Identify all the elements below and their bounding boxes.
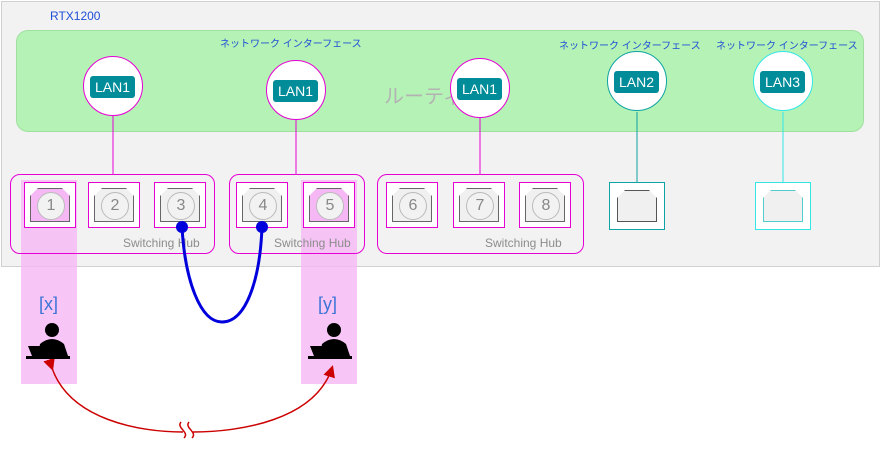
- patch-cable: [180, 226, 264, 324]
- user-y-icon: [308, 323, 352, 359]
- port-number-8: 8: [532, 192, 560, 220]
- cable-plug-port3: [176, 221, 188, 233]
- user-x-icon: [26, 323, 70, 359]
- interface-label-lan1: ネットワーク インターフェース: [220, 39, 362, 50]
- link-break-mark-2: [187, 421, 195, 439]
- link-arrow-left: [43, 357, 184, 433]
- interface-label-lan2: ネットワーク インターフェース: [559, 41, 701, 52]
- port-number-6: 6: [399, 192, 427, 220]
- port-7: 7: [453, 182, 505, 228]
- lan3-badge: LAN3: [760, 71, 806, 93]
- cable-plug-port4: [256, 221, 268, 233]
- lan1-badge-3: LAN1: [457, 78, 503, 100]
- hub-label-1: Switching Hub: [123, 236, 200, 250]
- router-title: RTX1200: [50, 9, 101, 23]
- lan2-port: [609, 182, 665, 230]
- user-label-x: [x]: [39, 294, 59, 314]
- lan1-node-2: LAN1: [266, 60, 326, 120]
- lan2-badge: LAN2: [614, 71, 660, 93]
- lan1-node-3: LAN1: [450, 58, 510, 118]
- port-2: 2: [88, 182, 140, 228]
- interface-label-lan3: ネットワーク インターフェース: [716, 41, 858, 52]
- router-label: ルーティ: [384, 86, 463, 108]
- port-6: 6: [386, 182, 438, 228]
- lan2-node: LAN2: [607, 51, 667, 111]
- link-arrow-right: [192, 365, 335, 433]
- lan3-port: [755, 182, 811, 230]
- lan1-badge-2: LAN1: [273, 80, 319, 102]
- port-3: 3: [154, 182, 206, 228]
- hub-label-3: Switching Hub: [485, 236, 562, 250]
- port-number-7: 7: [466, 192, 494, 220]
- user-label-y: [y]: [318, 294, 338, 314]
- port-number-2: 2: [101, 192, 129, 220]
- lan1-badge-1: LAN1: [90, 76, 136, 98]
- hub-label-2: Switching Hub: [274, 236, 351, 250]
- port-4: 4: [236, 182, 288, 228]
- port-8: 8: [519, 182, 571, 228]
- port-number-3: 3: [167, 192, 195, 220]
- port-number-4: 4: [249, 192, 277, 220]
- router-area: [16, 30, 864, 132]
- port-number-1: 1: [37, 192, 65, 220]
- port-5: 5: [303, 182, 355, 228]
- switching-hub-2: Switching Hub: [229, 174, 365, 254]
- port-1: 1: [24, 182, 76, 228]
- lan3-node: LAN3: [753, 51, 813, 111]
- link-break-mark-1: [179, 421, 187, 439]
- lan1-node-1: LAN1: [83, 56, 143, 116]
- port-number-5: 5: [316, 192, 344, 220]
- switching-hub-3: Switching Hub: [377, 174, 584, 254]
- switching-hub-1: Switching Hub: [10, 174, 215, 254]
